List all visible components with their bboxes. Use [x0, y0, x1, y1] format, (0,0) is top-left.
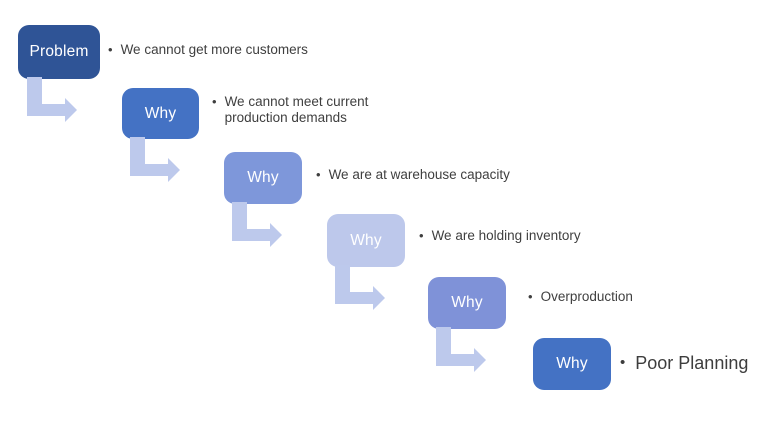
bent-arrow-icon: [130, 137, 180, 182]
bent-arrow-icon: [232, 202, 282, 247]
step-box-why-5: Why: [533, 338, 611, 390]
step-box-why-5-label: Why: [556, 355, 588, 372]
note-why-1-text: We cannot meet current production demand…: [224, 94, 369, 125]
note-why-4-text: Overproduction: [540, 289, 633, 304]
note-why-2-text: We are at warehouse capacity: [328, 167, 510, 182]
bullet-icon: •: [620, 354, 626, 371]
bent-arrow-icon: [27, 77, 77, 122]
step-box-problem-label: Problem: [29, 43, 89, 60]
note-why-5-text: Poor Planning: [635, 353, 749, 373]
note-why-4: • Overproduction: [528, 289, 728, 305]
step-box-why-4-label: Why: [451, 294, 483, 311]
step-box-why-2: Why: [224, 152, 302, 204]
step-box-why-2-label: Why: [247, 169, 279, 186]
step-box-problem: Problem: [18, 25, 100, 79]
bullet-icon: •: [528, 289, 533, 304]
bullet-icon: •: [419, 228, 424, 243]
note-problem-text: We cannot get more customers: [120, 42, 308, 57]
step-box-why-3: Why: [327, 214, 405, 267]
note-problem: • We cannot get more customers: [108, 42, 368, 58]
note-why-3: • We are holding inventory: [419, 228, 659, 244]
note-why-2: • We are at warehouse capacity: [316, 167, 576, 183]
note-why-3-text: We are holding inventory: [431, 228, 581, 243]
step-box-why-3-label: Why: [350, 231, 382, 249]
step-box-why-1: Why: [122, 88, 199, 139]
step-box-why-1-label: Why: [144, 104, 177, 122]
bullet-icon: •: [108, 42, 113, 57]
step-box-why-4: Why: [428, 277, 506, 329]
bent-arrow-icon: [436, 327, 486, 372]
note-why-5: • Poor Planning: [620, 352, 768, 374]
bullet-icon: •: [316, 167, 321, 182]
bullet-icon: •: [212, 94, 217, 109]
note-why-1: • We cannot meet current production dema…: [212, 94, 400, 126]
bent-arrow-icon: [335, 265, 385, 310]
